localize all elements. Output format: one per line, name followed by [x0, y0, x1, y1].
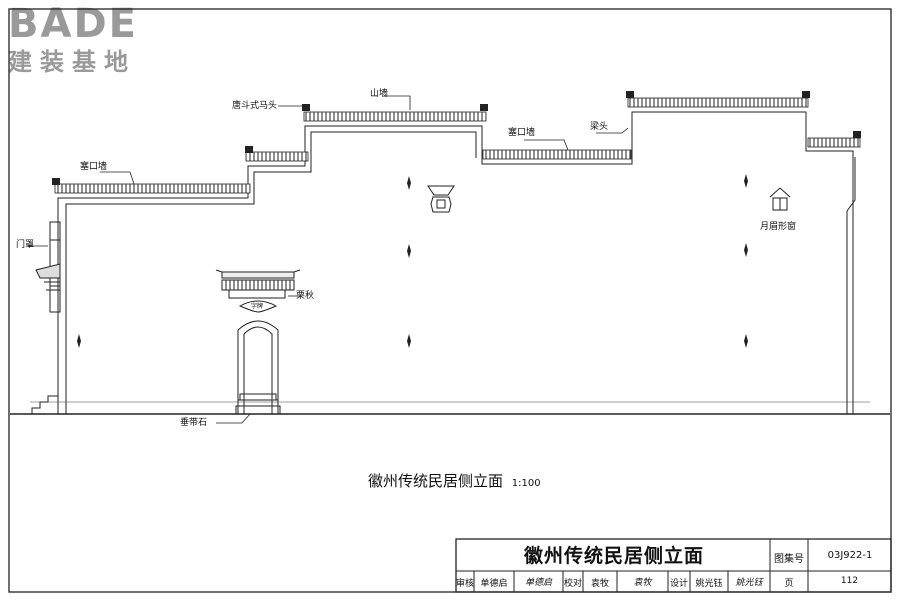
- label-horse-head: 唐斗式马头: [232, 101, 278, 111]
- atlas-label: 图集号: [774, 554, 804, 565]
- ridge-tile-left: [54, 183, 251, 194]
- designer-signature: 姚光钰: [735, 578, 763, 588]
- page-label: 页: [784, 579, 794, 589]
- label-door-canopy: 门罩: [16, 240, 35, 250]
- label-beam-end: 梁头: [590, 122, 609, 132]
- ridge-tile-middle: [482, 149, 632, 160]
- ridge-tile-step1: [245, 151, 309, 162]
- wall-ornament: [407, 176, 411, 190]
- page-number: 112: [840, 576, 859, 586]
- label-moon-window: 月眉形窗: [760, 222, 797, 232]
- ridge-tile-right: [807, 137, 861, 148]
- wall-ornament: [407, 244, 411, 258]
- leader-lines: [28, 95, 629, 424]
- ridge-tile-high: [627, 97, 809, 108]
- ridge-tile-mountain: [303, 111, 487, 122]
- wall-ornament: [77, 334, 81, 348]
- wall-outline: [57, 111, 856, 414]
- caption-scale: 1:100: [511, 478, 541, 489]
- label-lintel-board: 栗秋: [296, 291, 315, 301]
- left-door-canopy: [35, 221, 61, 313]
- bade-logo: BADE 建装基地: [8, 4, 168, 76]
- label-mountain-wall: 山墙: [370, 89, 389, 99]
- left-steps: [31, 395, 58, 414]
- wall-ornament: [744, 334, 748, 348]
- reviewer-name: 单德启: [480, 579, 508, 589]
- designer-name: 姚光钰: [695, 579, 723, 589]
- wall-ornaments: [77, 174, 748, 348]
- sheet-border: [8, 8, 892, 593]
- atlas-number: 03J922-1: [827, 550, 873, 561]
- reviewer-signature: 单德启: [524, 578, 552, 588]
- checker-signature: 袁牧: [633, 578, 652, 588]
- design-label: 设计: [669, 579, 688, 589]
- wall-ornament: [744, 174, 748, 188]
- label-threshold-stone: 垂带石: [180, 418, 208, 428]
- ridge-tiles: [54, 97, 861, 194]
- checker-name: 袁牧: [590, 579, 609, 589]
- main-door: [215, 269, 301, 415]
- review-label: 审核: [456, 579, 475, 589]
- wall-ornament: [407, 334, 411, 348]
- horse-head-caps: [52, 91, 861, 185]
- moon-brow-window: [769, 187, 791, 211]
- drawing-caption: 徽州传统民居侧立面 1:100: [368, 470, 541, 491]
- label-blank-wall-right: 塞口墙: [508, 128, 536, 138]
- check-label: 校对: [563, 579, 582, 589]
- label-blank-wall-left: 塞口墙: [80, 162, 108, 172]
- logo-wordmark: BADE: [8, 1, 138, 47]
- title-block-frame: [455, 538, 892, 593]
- logo-subtitle: 建装基地: [8, 48, 136, 76]
- title-block-title: 徽州传统民居侧立面: [523, 545, 704, 567]
- caption-title: 徽州传统民居侧立面: [368, 472, 504, 490]
- label-lintel-plaque: 字牌: [251, 303, 264, 310]
- fan-window: [427, 185, 455, 213]
- wall-ornament: [744, 243, 748, 257]
